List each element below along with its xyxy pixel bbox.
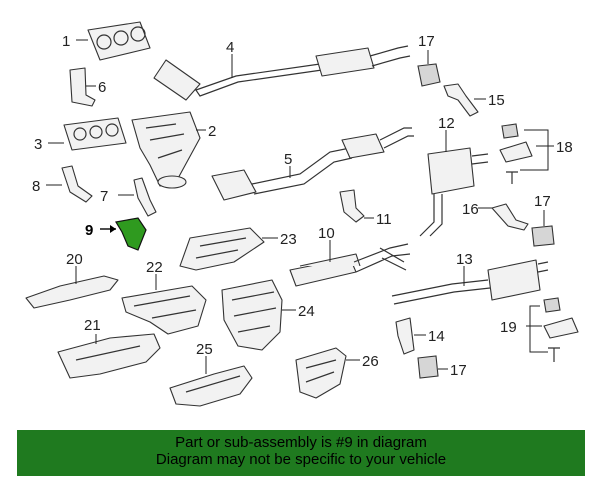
part-1-manifold-gasket[interactable] (87, 21, 151, 61)
callout-17-bottom: 17 (450, 362, 467, 379)
part-info-banner: Part or sub-assembly is #9 in diagram Di… (17, 430, 585, 476)
part-9-bracket-highlighted[interactable] (115, 217, 147, 251)
part-6-bracket[interactable] (69, 67, 96, 107)
banner-line-2: Diagram may not be specific to your vehi… (155, 451, 447, 468)
callout-5: 5 (284, 151, 292, 168)
part-26-heat-shield[interactable] (295, 347, 347, 399)
callout-12: 12 (438, 115, 455, 132)
callout-9: 9 (85, 222, 93, 239)
part-24-heat-shield[interactable] (221, 279, 283, 351)
callout-14: 14 (428, 328, 445, 345)
callout-25: 25 (196, 341, 213, 358)
callout-3: 3 (34, 136, 42, 153)
part-7-bracket[interactable] (133, 177, 157, 217)
part-19-hardware-group[interactable] (543, 297, 579, 362)
part-22-heat-shield[interactable] (121, 285, 207, 335)
part-10-intermediate-pipe[interactable] (289, 243, 411, 287)
callout-1: 1 (62, 33, 70, 50)
part-11-hanger[interactable] (339, 189, 365, 223)
part-5-front-pipe[interactable] (211, 127, 414, 201)
part-14-bracket[interactable] (395, 317, 415, 355)
part-18-hardware-group[interactable] (499, 123, 533, 184)
callout-22: 22 (146, 259, 163, 276)
callout-17-middle: 17 (534, 193, 551, 210)
callout-23: 23 (280, 231, 297, 248)
callout-6: 6 (98, 79, 106, 96)
callout-11: 11 (376, 211, 392, 228)
part-17-rubber-mount-middle[interactable] (531, 225, 555, 247)
part-25-heat-shield[interactable] (169, 365, 253, 407)
callout-13: 13 (456, 251, 473, 268)
part-16-hanger[interactable] (491, 203, 529, 231)
part-4-front-pipe[interactable] (153, 45, 411, 101)
part-17-rubber-mount-top[interactable] (417, 63, 441, 87)
part-20-heat-shield[interactable] (25, 275, 119, 309)
banner-line-1: Part or sub-assembly is #9 in diagram (175, 434, 427, 451)
callout-26: 26 (362, 353, 379, 370)
part-2-exhaust-manifold[interactable] (131, 111, 201, 189)
callout-2: 2 (208, 123, 216, 140)
callout-15: 15 (488, 92, 505, 109)
callout-17-top: 17 (418, 33, 435, 50)
callout-10: 10 (318, 225, 335, 242)
part-3-gasket[interactable] (63, 117, 127, 151)
part-17-rubber-mount-bottom[interactable] (417, 355, 439, 379)
callout-19: 19 (500, 319, 517, 336)
part-15-hanger[interactable] (443, 83, 479, 117)
callout-18: 18 (556, 139, 573, 156)
part-13-rear-muffler-assembly[interactable] (391, 259, 549, 305)
callout-8: 8 (32, 178, 40, 195)
part-23-heat-shield[interactable] (179, 227, 265, 271)
part-8-bracket[interactable] (61, 165, 93, 203)
part-21-heat-shield[interactable] (57, 333, 161, 379)
callout-24: 24 (298, 303, 315, 320)
exhaust-parts-diagram: 1 6 3 2 8 7 9 4 (25, 21, 579, 407)
callout-21: 21 (84, 317, 101, 334)
part-12-rear-muffler[interactable] (419, 147, 489, 237)
callout-16: 16 (462, 201, 479, 218)
callout-20: 20 (66, 251, 83, 268)
callout-7: 7 (100, 188, 108, 205)
callout-4: 4 (226, 39, 234, 56)
